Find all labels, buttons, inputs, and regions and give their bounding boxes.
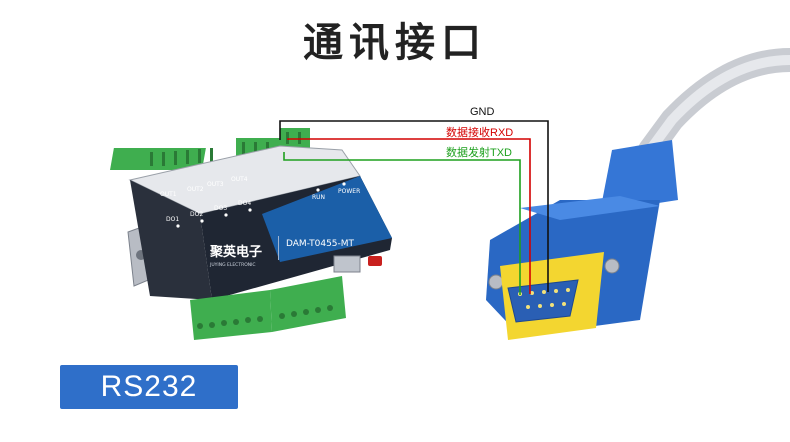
interface-badge-text: RS232 — [100, 370, 198, 403]
wiring — [279, 120, 549, 295]
do-label-1: DO1 — [166, 216, 179, 223]
txd-wire — [283, 152, 521, 295]
out-label-1: OUT1 — [160, 191, 177, 198]
do-label-4: DO4 — [238, 200, 251, 207]
rxd-label: 数据接收RXD — [446, 127, 514, 139]
do-label-2: DO2 — [190, 211, 203, 218]
page-title: 通讯接口 — [303, 20, 487, 66]
usb-rs232-cable — [486, 48, 790, 340]
out-label-3: OUT3 — [207, 181, 224, 188]
bottom-terminal-block — [190, 276, 346, 340]
do-label-3: DO3 — [214, 205, 227, 212]
interface-badge: RS232 — [60, 365, 238, 409]
gnd-wire — [279, 120, 549, 292]
out-label-4: OUT4 — [231, 176, 248, 183]
device-brand-en: JUYING ELECTRONIC — [209, 262, 256, 268]
relay-controller-device: OUT1 OUT2 OUT3 OUT4 DO1 DO2 DO3 DO4 RUN … — [110, 128, 392, 340]
indicator-power: POWER — [338, 188, 360, 195]
rxd-wire — [287, 138, 531, 294]
device-model: DAM-T0455-MT — [286, 239, 355, 249]
device-brand: 聚英电子 — [209, 244, 262, 260]
txd-label: 数据发射TXD — [446, 147, 512, 159]
out-label-2: OUT2 — [187, 186, 204, 193]
gnd-label: GND — [470, 106, 495, 118]
indicator-run: RUN — [312, 194, 325, 201]
antenna-connector — [368, 256, 382, 266]
